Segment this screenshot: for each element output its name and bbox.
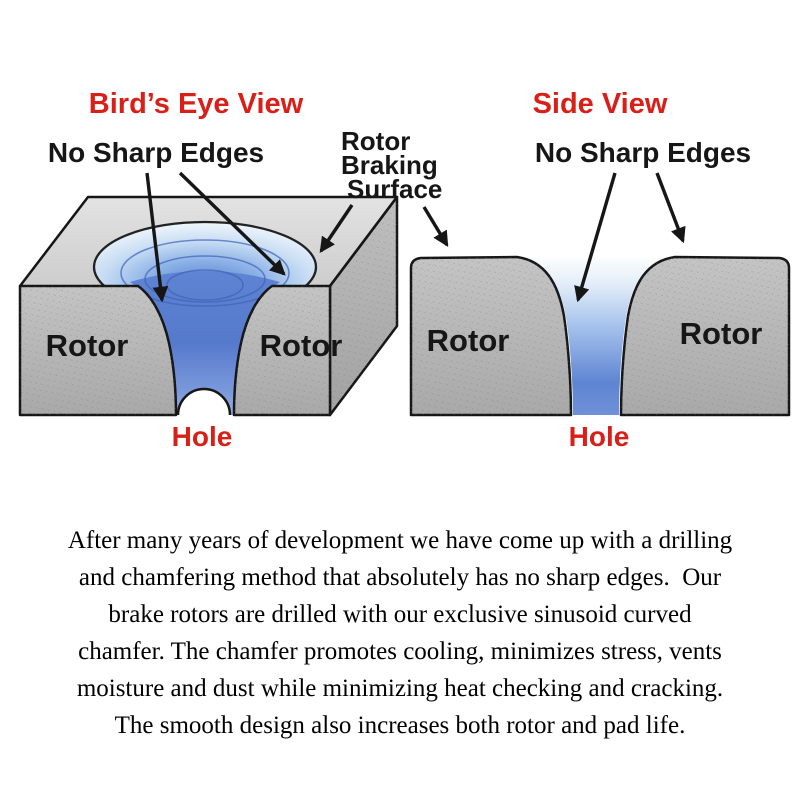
diagram-svg: Rotor Rotor Rotor Rotor: [18, 88, 791, 452]
braking-label-line3: Surface: [347, 174, 442, 204]
rotor-label-sv-left: Rotor: [427, 323, 510, 358]
birds-eye-title: Bird’s Eye View: [89, 88, 304, 120]
description-line: After many years of development we have …: [67, 527, 733, 554]
braking-label-line1: Rotor: [341, 126, 410, 156]
rotor-label-be-right: Rotor: [260, 328, 343, 363]
arrow-braking-surface-left: [319, 204, 354, 253]
side-view-diagram: Rotor Rotor: [409, 255, 791, 417]
arrow-no-sharp-right-a: [574, 172, 617, 303]
description-line: chamfer. The chamfer promotes cooling, m…: [78, 638, 722, 665]
side-view-title: Side View: [533, 88, 668, 120]
no-sharp-edges-label-right: No Sharp Edges: [535, 137, 751, 168]
arrow-no-sharp-left-a: [145, 172, 169, 303]
diagram-area: Rotor Rotor Rotor Rotor: [18, 88, 791, 452]
no-sharp-edges-label-left: No Sharp Edges: [48, 137, 264, 168]
chamfer-contour-rings: [120, 239, 290, 307]
birds-eye-diagram: Rotor Rotor: [18, 195, 399, 417]
arrow-braking-surface-right: [422, 206, 449, 248]
description-line: and chamfering method that absolutely ha…: [78, 564, 722, 591]
arrow-no-sharp-right-b: [655, 172, 686, 244]
arrow-no-sharp-left-b: [178, 171, 286, 276]
hole-label-be: Hole: [172, 421, 233, 452]
hole-label-sv: Hole: [569, 421, 630, 452]
rotor-braking-surface-label: Rotor Braking Surface: [341, 126, 442, 204]
rotor-label-sv-right: Rotor: [680, 316, 763, 351]
rotor-label-be-left: Rotor: [46, 328, 129, 363]
callout-arrows: [145, 171, 686, 303]
hole-notch: [176, 387, 232, 416]
description-text: After many years of development we have …: [0, 522, 800, 744]
description-line: brake rotors are drilled with our exclus…: [108, 601, 692, 628]
description-line: The smooth design also increases both ro…: [114, 712, 686, 739]
braking-label-line2: Braking: [341, 150, 438, 180]
description-line: moisture and dust while minimizing heat …: [76, 675, 724, 702]
